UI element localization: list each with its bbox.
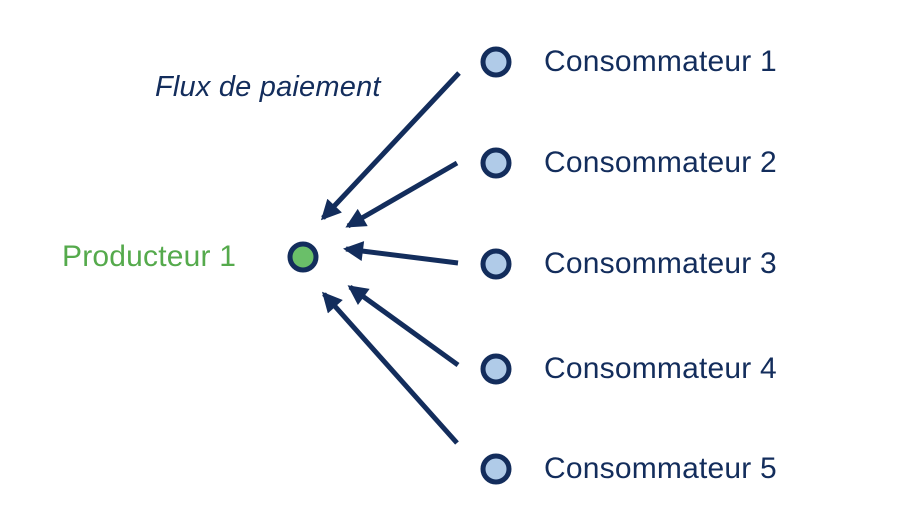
arrow-consumer3-to-producer [343,241,459,266]
arrow-consumer4-to-producer [347,284,460,368]
consumer3-node [480,248,512,280]
consumer-label-1: Consommateur 1 [544,45,777,78]
producer-node [287,241,319,273]
consumer4-node [480,353,512,385]
arrow-consumer1-to-producer [320,71,461,221]
consumer-label-3: Consommateur 3 [544,247,777,280]
producer-label: Producteur 1 [62,240,237,273]
flow-title: Flux de paiement [155,71,381,103]
arrow-consumer2-to-producer [345,160,459,229]
consumer2-node [480,147,512,179]
consumer5-node [480,453,512,485]
consumer-label-5: Consommateur 5 [544,452,777,485]
consumer-label-4: Consommateur 4 [544,352,777,385]
consumer-label-2: Consommateur 2 [544,146,777,179]
payment-flow-arrows [320,71,461,445]
consumer1-node [480,46,512,78]
arrow-consumer5-to-producer [322,291,459,445]
